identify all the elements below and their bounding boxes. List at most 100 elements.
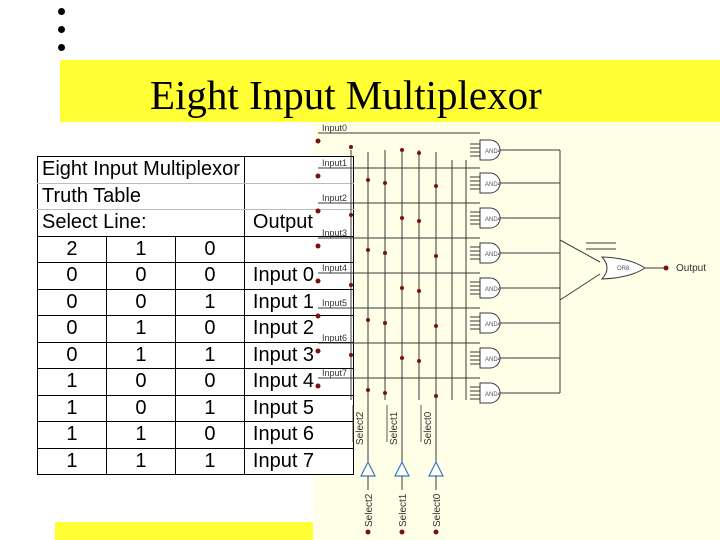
cell-s0: 1 xyxy=(174,447,245,475)
bullet-dot xyxy=(58,26,65,33)
cell-s0: 0 xyxy=(174,315,245,343)
cell-s2: 1 xyxy=(37,447,107,475)
and-gate-label: AND4 xyxy=(485,322,502,328)
junction-dot xyxy=(349,213,353,217)
table-row: 0 0 1 Input 1 xyxy=(37,288,354,316)
truth-table-subcaption: Truth Table xyxy=(37,182,245,210)
and-gate xyxy=(479,277,501,299)
input-label: Input2 xyxy=(322,193,347,203)
junction-dot xyxy=(400,216,404,220)
select-bar-label: Select0 xyxy=(423,411,434,445)
input-label: Input4 xyxy=(322,263,347,273)
cell-s2: 1 xyxy=(37,394,107,422)
truth-table-header-row: Select Line: Output xyxy=(37,209,354,237)
and-gate-label: AND4 xyxy=(485,357,502,363)
select-buffer xyxy=(360,460,376,477)
input-node xyxy=(315,313,321,319)
select-buffer xyxy=(394,460,410,477)
and-gate xyxy=(479,172,501,194)
and-gate-label: AND4 xyxy=(485,392,502,398)
output-node xyxy=(663,265,669,271)
select-label: Select2 xyxy=(364,493,375,527)
input-label: Input0 xyxy=(322,123,347,133)
input-node xyxy=(315,243,321,249)
junction-dot xyxy=(417,359,421,363)
junction-dot xyxy=(400,286,404,290)
and-gate-label: AND4 xyxy=(485,217,502,223)
slide-title: Eight Input Multiplexor xyxy=(150,72,542,118)
table-row: 0 0 0 Input 0 xyxy=(37,262,354,290)
cell-output: Input 4 xyxy=(243,368,354,396)
input-node xyxy=(315,208,321,214)
truth-table-caption-blank xyxy=(244,156,354,184)
and-gate-label: AND4 xyxy=(485,287,502,293)
bullet-dot xyxy=(58,44,65,51)
and-gate xyxy=(479,312,501,334)
junction-dot xyxy=(383,181,387,185)
input-label: Input7 xyxy=(322,368,347,378)
and-gate-label: AND4 xyxy=(485,252,502,258)
junction-dot xyxy=(349,353,353,357)
output-label: Output xyxy=(676,263,706,274)
select-bar-label: Select1 xyxy=(389,411,400,445)
cell-s2: 0 xyxy=(37,288,107,316)
junction-dot xyxy=(349,145,353,149)
junction-dot xyxy=(366,318,370,322)
cell-s1: 1 xyxy=(105,447,176,475)
table-row: 0 1 1 Input 3 xyxy=(37,341,354,369)
cell-output: Input 0 xyxy=(243,262,354,290)
cell-s1: 1 xyxy=(105,341,176,369)
and-gate-label: AND4 xyxy=(485,149,502,155)
input-node xyxy=(315,173,321,179)
and-gate xyxy=(479,382,501,404)
cell-output: Input 1 xyxy=(243,288,354,316)
or-gate xyxy=(600,256,646,280)
junction-dot xyxy=(366,178,370,182)
cell-output: Input 3 xyxy=(243,341,354,369)
table-row: 1 1 1 Input 7 xyxy=(37,447,354,475)
or-bus-link xyxy=(559,239,601,263)
truth-table-caption-row: Eight Input Multiplexor xyxy=(37,156,354,184)
input-node xyxy=(315,383,321,389)
truth-table-subcaption-blank xyxy=(243,182,354,210)
cell-output: Input 6 xyxy=(243,421,354,449)
bullet-dots xyxy=(58,8,70,62)
and-gate xyxy=(479,242,501,264)
cell-s0: 1 xyxy=(174,341,245,369)
select-label: Select1 xyxy=(398,493,409,527)
junction-dot xyxy=(434,184,438,188)
table-row: 0 1 0 Input 2 xyxy=(37,315,354,343)
junction-dot xyxy=(366,248,370,252)
title-band xyxy=(60,60,720,122)
cell-s0: 0 xyxy=(174,262,245,290)
table-row: 1 1 0 Input 6 xyxy=(37,421,354,449)
select-node xyxy=(433,529,439,535)
footer-band xyxy=(55,522,313,540)
cell-s1: 0 xyxy=(105,368,176,396)
junction-dot xyxy=(400,148,404,152)
input-label: Input1 xyxy=(322,158,347,168)
junction-dot xyxy=(417,151,421,155)
output-header: Output xyxy=(243,209,354,237)
and-gate xyxy=(479,139,501,161)
select-label: Select0 xyxy=(432,493,443,527)
input-node xyxy=(315,278,321,284)
junction-dot xyxy=(417,219,421,223)
or-bus-link xyxy=(559,273,601,301)
junction-dot xyxy=(434,254,438,258)
truth-table: Eight Input Multiplexor Truth Table Sele… xyxy=(37,156,354,475)
table-row: 1 0 0 Input 4 xyxy=(37,368,354,396)
select-bar-label: Select2 xyxy=(355,411,366,445)
select-bit-0: 0 xyxy=(174,235,245,263)
cell-s1: 0 xyxy=(105,262,176,290)
cell-output: Input 2 xyxy=(243,315,354,343)
select-node xyxy=(399,529,405,535)
junction-dot xyxy=(383,251,387,255)
select-bits-row: 2 1 0 xyxy=(37,235,354,263)
truth-table-subcaption-row: Truth Table xyxy=(37,182,354,210)
junction-dot xyxy=(417,289,421,293)
junction-dot xyxy=(383,391,387,395)
circuit-background xyxy=(313,122,720,540)
cell-output: Input 7 xyxy=(243,447,354,475)
junction-dot xyxy=(400,356,404,360)
